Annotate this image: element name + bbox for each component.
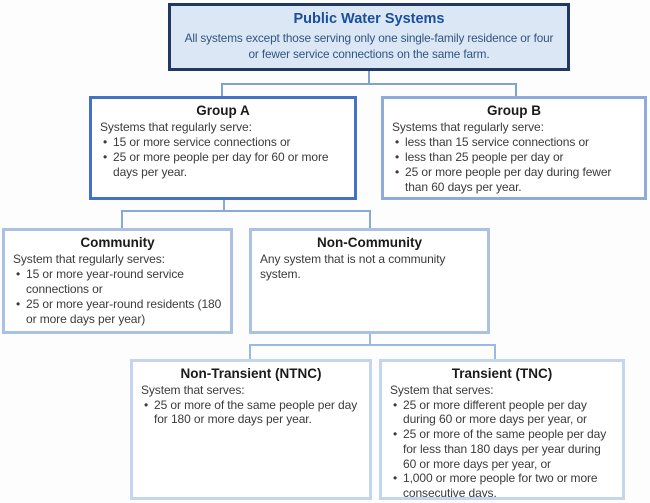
connector-root-to-groups (221, 71, 517, 96)
box-description: System that regularly serves: 15 or more… (5, 252, 230, 327)
box-description: Systems that regularly serve: less than … (384, 120, 644, 195)
bullet-item: 15 or more year-round service connection… (13, 267, 223, 297)
bullet-item: 25 or more year-round residents (180 or … (13, 297, 223, 327)
connector-groupa-to-community (121, 200, 371, 228)
transient-tnc-box: Transient (TNC) System that serves: 25 o… (379, 359, 625, 500)
bullet-list: 15 or more year-round service connection… (13, 267, 223, 327)
box-title: Public Water Systems (293, 11, 445, 27)
intro-line: Systems that regularly serve: (100, 120, 252, 134)
community-box: Community System that regularly serves: … (2, 228, 233, 334)
intro-line: System that serves: (141, 383, 245, 397)
non-transient-ntnc-box: Non-Transient (NTNC) System that serves:… (130, 359, 372, 500)
box-title: Non-Community (317, 235, 422, 250)
intro-line: System that serves: (390, 383, 494, 397)
bullet-list: 15 or more service connections or25 or m… (100, 135, 347, 180)
box-title: Non-Transient (NTNC) (180, 366, 322, 381)
box-description: Systems that regularly serve: 15 or more… (92, 120, 354, 180)
bullet-item: 25 or more of the same people per day fo… (390, 427, 615, 471)
box-title: Community (80, 235, 155, 250)
box-description: System that serves: 25 or more different… (382, 383, 622, 497)
bullet-item: 25 or more people per day during fewer t… (392, 165, 637, 195)
intro-line: Any system that is not a community syste… (260, 252, 446, 281)
box-description: System that serves: 25 or more of the sa… (133, 383, 369, 427)
bullet-item: 25 or more of the same people per day fo… (141, 398, 362, 427)
box-description: All systems except those serving only on… (184, 31, 554, 61)
group-b-box: Group B Systems that regularly serve: le… (381, 96, 647, 200)
intro-line: Systems that regularly serve: (392, 120, 544, 134)
bullet-list: 25 or more of the same people per day fo… (141, 398, 362, 427)
bullet-item: 15 or more service connections or (100, 135, 347, 150)
bullet-list: less than 15 service connections orless … (392, 135, 637, 195)
bullet-list: 25 or more different people per day duri… (390, 398, 615, 497)
public-water-systems-box: Public Water Systems All systems except … (168, 3, 570, 71)
box-title: Transient (TNC) (451, 366, 553, 381)
bullet-item: 25 or more different people per day duri… (390, 398, 615, 427)
bullet-item: 25 or more people per day for 60 or more… (100, 150, 347, 180)
bullet-item: 1,000 or more people for two or more con… (390, 471, 615, 497)
bullet-item: less than 15 service connections or (392, 135, 637, 150)
non-community-box: Non-Community Any system that is not a c… (249, 228, 490, 334)
box-title: Group B (487, 103, 541, 118)
group-a-box: Group A Systems that regularly serve: 15… (89, 96, 357, 200)
box-description: Any system that is not a community syste… (252, 252, 487, 282)
box-title: Group A (196, 103, 250, 118)
bullet-item: less than 25 people per day or (392, 150, 637, 165)
intro-line: System that regularly serves: (13, 252, 165, 266)
connector-noncommunity-to-transient (249, 334, 496, 359)
